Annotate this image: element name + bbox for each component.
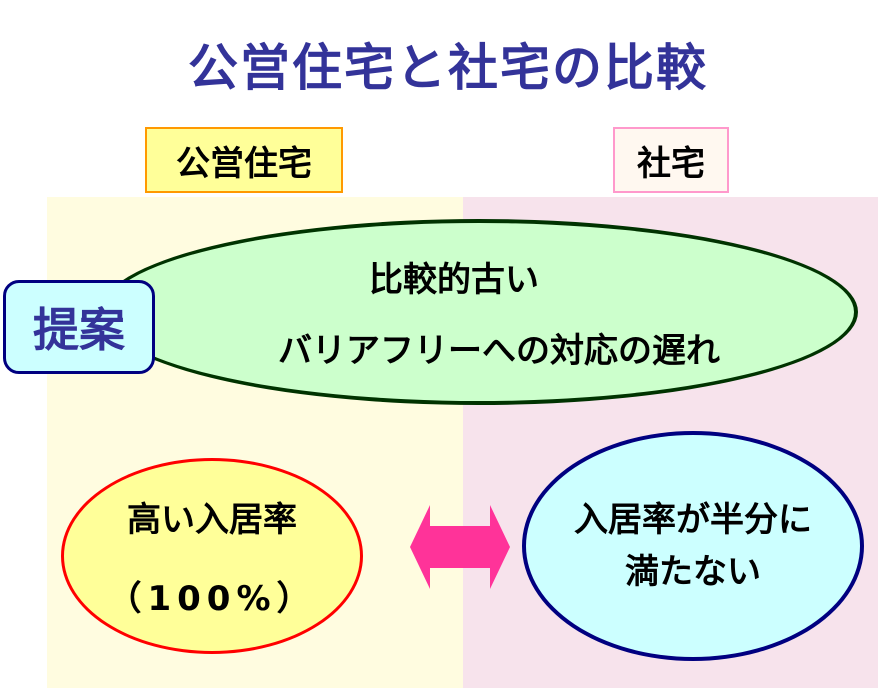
high-occupancy-text: 高い入居率 <box>127 500 297 540</box>
low-occupancy-line1: 入居率が半分に <box>574 500 812 540</box>
public-housing-header: 公営住宅 <box>145 127 343 193</box>
proposal-badge: 提案 <box>3 280 155 374</box>
common-issue-age: 比較的古い <box>369 260 539 300</box>
company-housing-occupancy-ellipse: 入居率が半分に 満たない <box>522 431 864 661</box>
slide-title: 公営住宅と社宅の比較 <box>188 39 708 97</box>
occupancy-percent: （100%） <box>107 579 317 619</box>
public-housing-occupancy-ellipse: 高い入居率 （100%） <box>61 458 363 654</box>
common-issue-barrier-free: バリアフリーへの対応の遅れ <box>278 331 720 371</box>
low-occupancy-line2: 満たない <box>625 552 761 592</box>
double-arrow-icon <box>410 505 510 589</box>
company-housing-header: 社宅 <box>613 127 729 193</box>
common-issues-ellipse: 比較的古い バリアフリーへの対応の遅れ <box>100 219 858 405</box>
